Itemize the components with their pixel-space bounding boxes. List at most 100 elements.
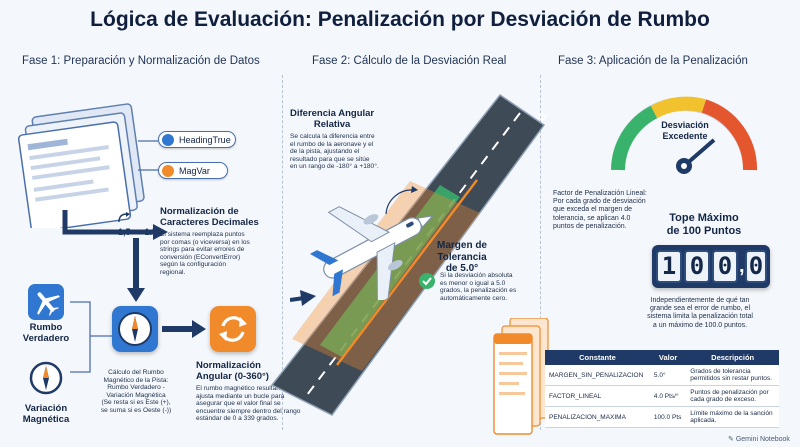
- angle-arc: [385, 186, 418, 215]
- table-cell-name: MARGEN_SIN_PENALIZACION: [545, 365, 650, 386]
- calc-desc-line: (Se resta si es Este (+),: [101, 399, 171, 407]
- tope-desc-line: grande sea el error de rumbo, el: [650, 305, 750, 313]
- diff-desc-line: Se calcula la diferencia entre: [290, 133, 375, 140]
- tope-desc-line: Independientemente de qué tan: [650, 297, 750, 304]
- decimal-example-from: 1,5: [118, 227, 131, 237]
- angular-desc-line: estándar de 0 a 339 grados.: [196, 415, 279, 423]
- diff-title-line: Diferencia Angular: [290, 108, 375, 119]
- table-desc-line: Grados de tolerancia: [690, 368, 751, 375]
- decimal-desc-line: según la configuración: [160, 261, 226, 269]
- calc-desc-line: Magnético de la Pista:: [103, 376, 169, 384]
- table-row: PENALIZACION_MAXIMA 100.0 Pts Límite máx…: [545, 406, 779, 428]
- decimal-desc-line: strings para evitar errores de: [160, 246, 245, 254]
- gauge-label-line: Desviación: [661, 120, 709, 130]
- phase-1-header: Fase 1: Preparación y Normalización de D…: [22, 55, 260, 67]
- margin-title: Margen de Tolerancia de 5.0°: [430, 240, 494, 275]
- diff-title: Diferencia Angular Relativa: [290, 108, 374, 130]
- table-header: Descripción: [686, 350, 779, 365]
- mag-var-label: MagVar: [179, 166, 210, 176]
- table-cell-name: FACTOR_LINEAL: [545, 385, 650, 407]
- counter-digit: 0: [684, 250, 710, 283]
- document-stack-icon: [493, 318, 549, 435]
- diff-desc-line: resultado para que se sitúe: [290, 155, 370, 163]
- angular-title-line: Angular (0-360°): [196, 371, 269, 382]
- heading-true-pill: HeadingTrue: [158, 131, 236, 148]
- diff-desc-line: el rumbo de la aeronave y el: [290, 140, 374, 148]
- factor-desc-line: Por cada grado de desviación: [553, 198, 646, 206]
- bracket-connector: [70, 301, 114, 373]
- table-header-row: Constante Valor Descripción: [545, 350, 779, 365]
- flow-arrow: [127, 238, 145, 302]
- table-desc-line: Límite máximo de la sanción: [690, 410, 773, 417]
- tope-title: Tope Máximo de 100 Puntos: [648, 212, 760, 238]
- diff-desc: Se calcula la diferencia entre el rumbo …: [290, 133, 379, 171]
- divider: [282, 75, 284, 430]
- table-cell-value: 4.0 Pts/°: [649, 385, 687, 407]
- page-title: Lógica de Evaluación: Penalización por D…: [90, 8, 710, 31]
- decimal-desc-line: El sistema reemplaza puntos: [160, 231, 245, 238]
- angular-desc-line: encuentre siempre dentro del rango: [196, 407, 301, 415]
- rumbo-label-line: Rumbo: [29, 322, 63, 333]
- decimal-desc-line: por comas (o viceversa) en los: [160, 238, 250, 246]
- decimal-desc: El sistema reemplaza puntos por comas (o…: [160, 231, 250, 277]
- decimal-title: Normalización de Caracteres Decimales: [160, 206, 259, 228]
- variacion-label-line: Variación: [24, 403, 68, 414]
- divider: [540, 75, 542, 430]
- watermark-icon: ✎: [728, 436, 734, 443]
- heading-true-label: HeadingTrue: [179, 135, 231, 145]
- counter-separator: ,: [739, 255, 745, 277]
- margin-title-line: Margen de: [436, 240, 487, 251]
- factor-desc-line: que exceda el margen de: [553, 206, 632, 214]
- table-desc-line: Puntos de penalización por: [690, 389, 769, 396]
- angular-desc-line: ajusta mediante un bucle para: [196, 392, 285, 400]
- tope-title-line: Tope Máximo: [669, 212, 739, 224]
- flow-arrow: [290, 290, 316, 306]
- compass-icon: [29, 361, 63, 395]
- calc-desc-line: se suma si es Oeste (-)): [100, 406, 172, 414]
- calc-desc-line: Cálculo del Rumbo: [108, 369, 164, 376]
- margin-title-line: de 5.0°: [445, 263, 479, 274]
- table-header: Constante: [545, 350, 650, 365]
- watermark: ✎ Gemini Notebook: [728, 435, 790, 443]
- decimal-example-to: 1.5: [144, 227, 158, 237]
- watermark-text: Gemini Notebook: [735, 436, 790, 443]
- rumbo-verdadero-label: Rumbo Verdadero: [16, 322, 76, 344]
- airplane-icon: [309, 206, 434, 300]
- table-cell-name: PENALIZACION_MAXIMA: [545, 406, 650, 428]
- angular-norm-title: Normalización Angular (0-360°): [196, 360, 269, 382]
- swap-arrow-icon: [118, 212, 130, 223]
- phase-3-header: Fase 3: Aplicación de la Penalización: [558, 55, 748, 67]
- decimal-title-line: Normalización de: [160, 206, 239, 217]
- angular-title-line: Normalización: [196, 360, 261, 371]
- table-desc-line: permitidos sin restar puntos.: [690, 375, 772, 382]
- check-circle-icon: [419, 273, 435, 289]
- margin-desc: Si la desviación absoluta es menor o igu…: [440, 272, 516, 302]
- angular-desc-line: El rumbo magnético resultante se: [196, 385, 295, 392]
- document-stack-icon: [17, 103, 145, 228]
- factor-desc-line: tolerancia, se aplican 4.0: [553, 214, 631, 222]
- tope-desc: Independientemente de qué tan grande sea…: [620, 297, 780, 330]
- factor-desc-line: Factor de Penalización Lineal:: [553, 190, 647, 197]
- gauge-icon: [611, 96, 758, 174]
- counter-digit: 0: [712, 250, 738, 283]
- counter-digit: 0: [745, 250, 767, 283]
- table-header: Valor: [649, 350, 687, 365]
- orange-dot-icon: [162, 165, 174, 177]
- tope-desc-line: a un máximo de 100.0 puntos.: [652, 321, 748, 329]
- table-cell-value: 100.0 Pts: [649, 406, 687, 428]
- decimal-example: 1,5 → 1.5: [118, 227, 158, 237]
- phase-2-header: Fase 2: Cálculo de la Desviación Real: [312, 55, 507, 67]
- calculo-rumbo-tile: [112, 306, 158, 352]
- margin-desc-line: es menor o igual a 5.0: [440, 279, 506, 287]
- table-desc-line: cada grado de exceso.: [690, 396, 757, 403]
- margin-desc-line: grados, la penalización es: [440, 287, 517, 295]
- calc-desc-line: Variación Magnética: [106, 391, 166, 399]
- variacion-magnetica-label: Variación Magnética: [14, 403, 78, 425]
- compass-icon: [118, 312, 152, 346]
- refresh-icon: [219, 316, 247, 342]
- mag-var-pill: MagVar: [158, 162, 228, 179]
- tope-title-line: de 100 Puntos: [666, 225, 742, 237]
- gauge-label-line: Excedente: [662, 131, 708, 141]
